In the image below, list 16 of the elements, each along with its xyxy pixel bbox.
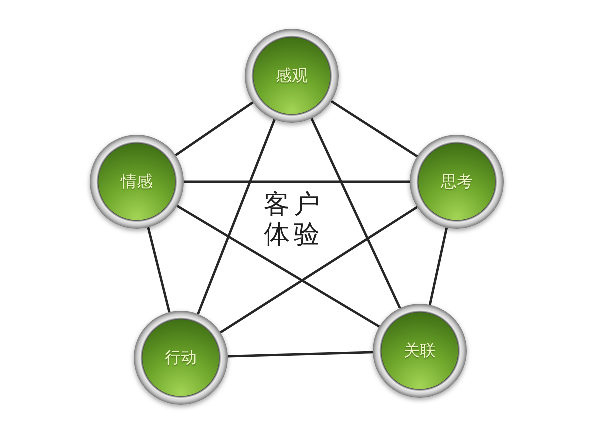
connecting-line (176, 205, 380, 328)
connecting-line (330, 100, 418, 158)
circle-node: 关联 (373, 304, 467, 398)
circle-node: 思考 (410, 135, 504, 229)
connecting-line (428, 228, 448, 306)
connecting-line (220, 206, 418, 334)
connecting-line (228, 351, 374, 358)
connecting-line (175, 102, 254, 156)
connecting-line (147, 227, 171, 313)
connecting-line (184, 180, 410, 184)
circle-node: 感观 (245, 29, 339, 123)
connecting-line (197, 119, 276, 315)
circle-node: 行动 (134, 311, 228, 405)
circle-node: 情感 (90, 135, 184, 229)
center-label: 客户体验 (264, 190, 325, 250)
connecting-line (310, 118, 402, 309)
